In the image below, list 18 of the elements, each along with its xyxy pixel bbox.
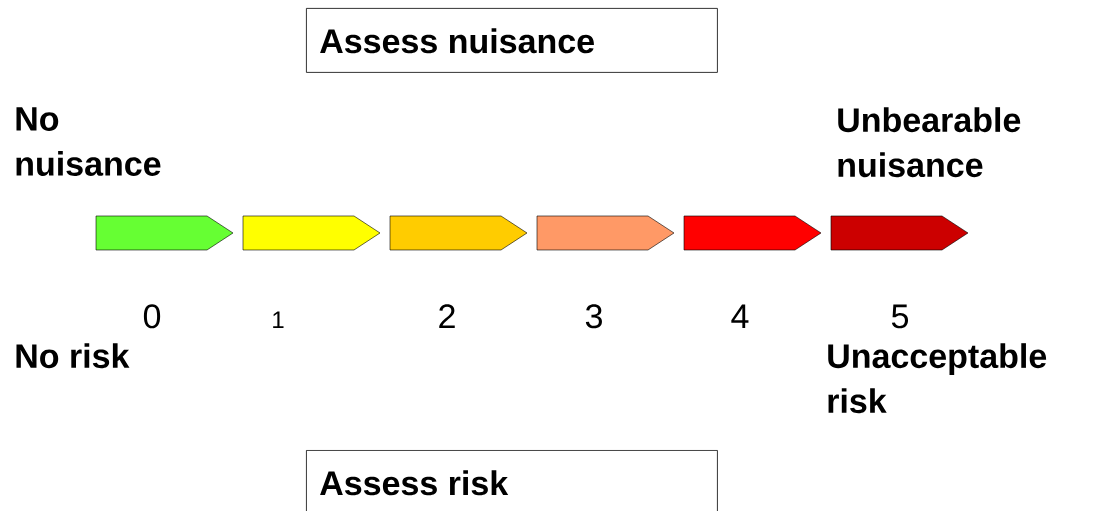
arrow-segment xyxy=(830,215,969,251)
arrow-segment xyxy=(95,215,234,251)
scale-number: 3 xyxy=(585,304,602,329)
scale-label: Unbearable nuisance xyxy=(838,107,1021,178)
arrow-segment xyxy=(389,215,528,251)
scale-number: 0 xyxy=(143,304,161,329)
scale-number: 2 xyxy=(439,304,455,328)
text-box: Assess risk xyxy=(306,450,718,511)
text-box: Assess nuisance xyxy=(306,8,718,73)
scale-label: No risk xyxy=(16,343,130,369)
arrow-segment xyxy=(536,215,675,251)
scale-number: 5 xyxy=(891,304,909,329)
arrow-segment xyxy=(683,215,822,251)
scale-number: 4 xyxy=(731,304,749,328)
scale-number: 1 xyxy=(273,311,284,328)
arrow-segment xyxy=(242,215,381,251)
scale-label: Unacceptable risk xyxy=(828,343,1047,414)
scale-label: No nuisance xyxy=(16,107,161,176)
